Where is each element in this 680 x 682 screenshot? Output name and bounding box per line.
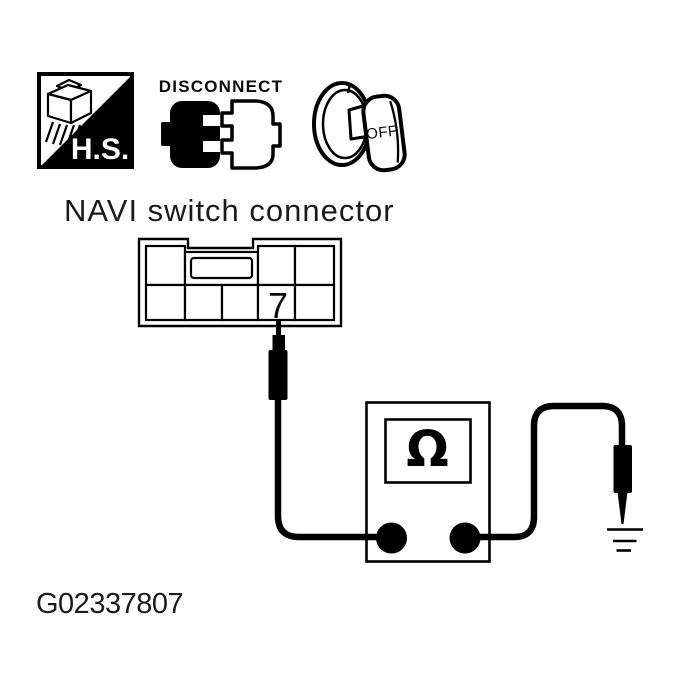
test-probe-right xyxy=(613,445,632,524)
meter-lead-left xyxy=(274,398,392,541)
ohmmeter-display xyxy=(384,418,472,484)
meter-lead-right xyxy=(466,402,626,541)
figure-id: G02337807 xyxy=(36,588,184,620)
meter-terminal-right xyxy=(449,522,481,554)
hs-connector-sketch-icon xyxy=(44,78,93,146)
key-off-label: OFF xyxy=(365,122,398,143)
ground-symbol xyxy=(607,528,643,552)
disconnect-badge-icon xyxy=(161,99,282,170)
connector-cell xyxy=(293,244,336,287)
hs-badge: H.S. xyxy=(37,72,134,169)
connector-cell xyxy=(144,244,187,287)
ohmmeter-symbol: Ω xyxy=(406,420,449,478)
key-head: OFF xyxy=(361,93,407,173)
connector-cell xyxy=(144,283,187,322)
connector-cell xyxy=(256,244,297,287)
connector-pin-7-cell xyxy=(256,283,297,322)
disconnect-plug-right xyxy=(220,99,282,170)
diagram-title: NAVI switch connector xyxy=(64,193,395,228)
ignition-lock-mark xyxy=(346,83,352,94)
circuit-diagram: 7 Ω xyxy=(137,237,643,563)
meter-terminal-left xyxy=(376,522,407,554)
disconnect-label: DISCONNECT xyxy=(158,77,284,96)
hs-label: H.S. xyxy=(71,133,129,166)
hs-badge-triangle xyxy=(40,75,132,167)
connector-cell xyxy=(183,283,224,322)
connector-key-slot xyxy=(189,256,254,280)
disconnect-plug-left xyxy=(161,101,221,168)
connector-cell xyxy=(220,283,260,322)
pin-7-label: 7 xyxy=(268,285,288,326)
navi-switch-connector: 7 xyxy=(137,237,343,328)
connector-cell xyxy=(293,283,336,322)
test-probe-left xyxy=(268,319,288,400)
ignition-key-off-icon: OFF xyxy=(312,81,407,173)
